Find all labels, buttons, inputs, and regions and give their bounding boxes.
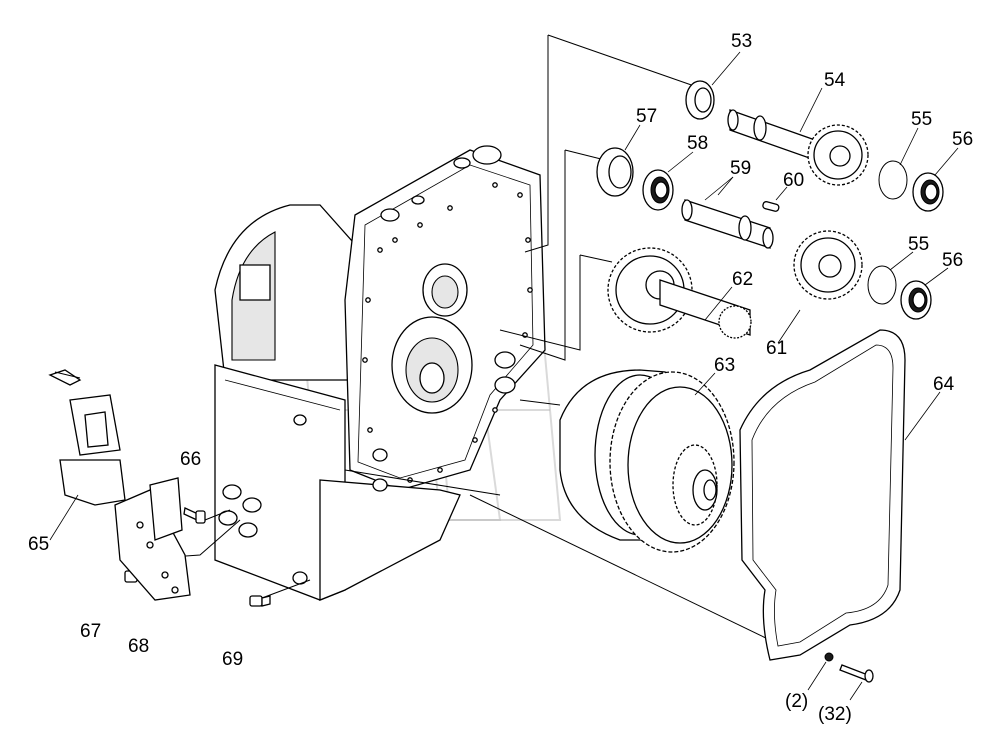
callout-56-upper: 56 [952, 129, 973, 150]
transmission-housing [214, 145, 546, 601]
seal-57 [596, 147, 634, 197]
snap-ring-55-upper [878, 160, 908, 200]
callout-57: 57 [636, 106, 657, 127]
callout-60: 60 [783, 170, 804, 191]
gear-61 [793, 230, 863, 300]
callout-67: 67 [80, 621, 101, 642]
bracket-plate-68 [114, 477, 191, 601]
washer-2 [824, 652, 834, 662]
bearing-56-lower [900, 280, 932, 320]
callout-56-lower: 56 [942, 250, 963, 271]
shaft-gear-54 [727, 109, 869, 186]
callout-leaders [49, 51, 959, 701]
clutch-pack-63 [559, 369, 735, 553]
actuator-65 [48, 369, 126, 506]
bolt-32 [839, 664, 874, 683]
gasket-64 [739, 329, 906, 661]
callout-65: 65 [28, 534, 49, 555]
callout-69: 69 [222, 649, 243, 670]
callout-68: 68 [128, 636, 149, 657]
callout-58: 58 [687, 133, 708, 154]
callout-63: 63 [714, 355, 735, 376]
callout-61: 61 [766, 338, 787, 359]
snap-ring-55-lower [867, 265, 897, 305]
callout-labels: 53 54 55 56 57 58 59 60 55 56 62 61 63 6… [28, 31, 973, 725]
housing-bolt-holes [362, 182, 533, 483]
plug-69 [249, 595, 271, 607]
callout-qty-2: (2) [785, 691, 808, 712]
callout-59: 59 [730, 158, 751, 179]
callout-qty-32: (32) [818, 704, 852, 725]
callout-66: 66 [180, 449, 201, 470]
callout-62: 62 [732, 269, 753, 290]
bolt-66 [183, 507, 206, 524]
seal-53 [685, 80, 715, 120]
callout-55-lower: 55 [908, 234, 929, 255]
gear-shaft-62 [607, 247, 752, 339]
assembly-lines [127, 34, 771, 641]
callout-53: 53 [731, 31, 752, 52]
bearing-58 [642, 169, 674, 211]
callout-64: 64 [933, 374, 955, 395]
callout-54: 54 [824, 70, 846, 91]
bearing-56-upper [912, 172, 944, 212]
shaft-59 [681, 199, 774, 249]
callout-55-upper: 55 [911, 109, 932, 130]
key-60 [762, 201, 780, 212]
